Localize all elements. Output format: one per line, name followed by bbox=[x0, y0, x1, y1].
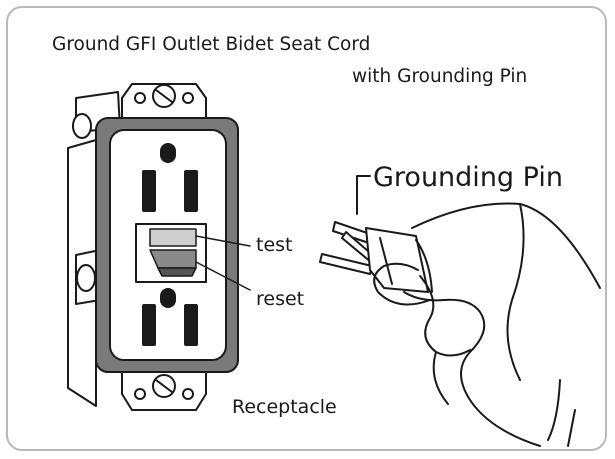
grounding-pin-leader-line bbox=[356, 175, 371, 215]
receptacle-label: Receptacle bbox=[232, 396, 337, 418]
test-reset-panel bbox=[135, 223, 207, 283]
diagram-title-line1: Ground GFI Outlet Bidet Seat Cord bbox=[52, 34, 371, 55]
reset-label: reset bbox=[256, 288, 305, 310]
top-outlet-slots bbox=[142, 143, 198, 212]
reset-leader-line bbox=[195, 261, 251, 291]
test-label: test bbox=[256, 234, 293, 256]
hand-with-plug bbox=[319, 202, 601, 447]
diagram-title-line2: with Grounding Pin bbox=[352, 66, 528, 87]
bottom-outlet-slots bbox=[142, 288, 198, 346]
grounding-pin-label: Grounding Pin bbox=[373, 162, 563, 193]
test-leader-line bbox=[195, 235, 251, 247]
